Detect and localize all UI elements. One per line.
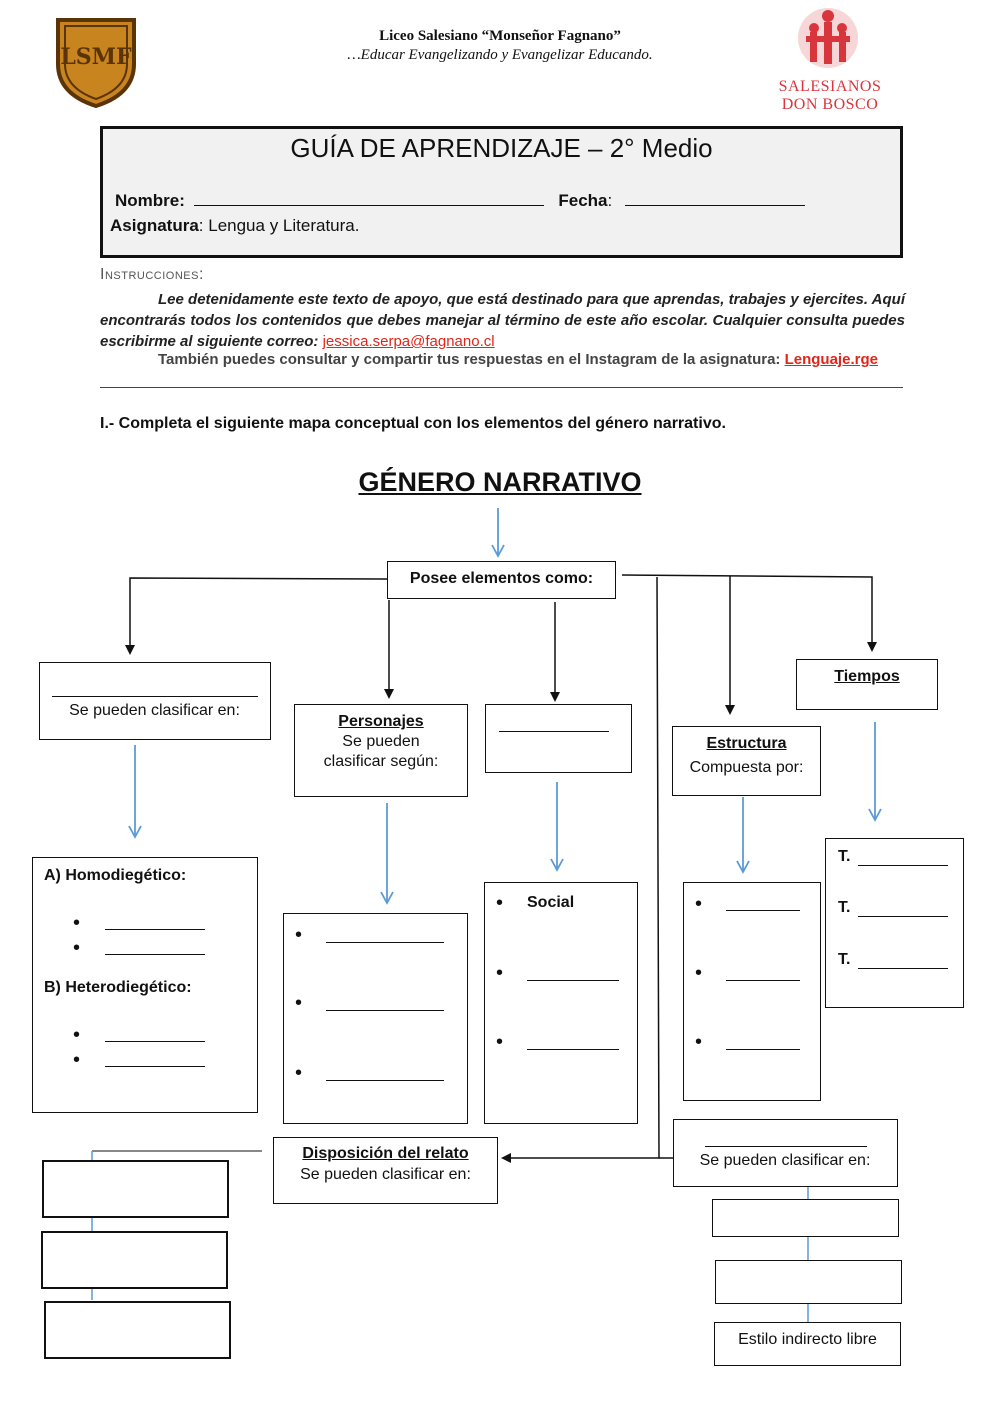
times-list-box: T. T. T. xyxy=(825,838,964,1008)
name-field[interactable] xyxy=(193,205,544,206)
school-motto: …Educar Evangelizando y Evangelizar Educ… xyxy=(347,47,653,63)
bullet: • xyxy=(695,1031,703,1053)
bullet: • xyxy=(496,962,504,984)
setting-blank-3[interactable] xyxy=(527,1049,619,1050)
characters-blank-3[interactable] xyxy=(326,1080,444,1081)
disposition-title: Disposición del relato xyxy=(302,1145,469,1162)
disposition-answer-1[interactable] xyxy=(42,1160,229,1218)
instructions-heading: Instrucciones: xyxy=(100,266,204,283)
time-2-blank[interactable] xyxy=(858,916,948,917)
narrator-subtitle: Se pueden clasificar en: xyxy=(69,702,240,719)
bullet: • xyxy=(496,1031,504,1053)
characters-blank-1[interactable] xyxy=(326,942,444,943)
salesianos-logo: SALESIANOS DON BOSCO xyxy=(770,6,890,116)
bullet: • xyxy=(295,1062,303,1084)
instagram-link[interactable]: Lenguaje.rge xyxy=(784,351,878,368)
characters-list-box: • • • xyxy=(283,913,468,1124)
narrator-box: Se pueden clasificar en: xyxy=(39,662,271,740)
structure-title: Estructura xyxy=(706,735,787,752)
time-2-prefix: T. xyxy=(838,899,851,916)
structure-blank-3[interactable] xyxy=(726,1049,800,1050)
time-1-prefix: T. xyxy=(838,848,851,865)
setting-blank[interactable] xyxy=(499,731,609,732)
bullet: • xyxy=(73,937,81,959)
characters-blank-2[interactable] xyxy=(326,1010,444,1011)
homodiegetic-blank-2[interactable] xyxy=(105,954,205,955)
subject-value: : Lengua y Literatura. xyxy=(198,216,360,235)
speech-option-box: Estilo indirecto libre xyxy=(714,1322,901,1366)
root-box-label: Posee elementos como: xyxy=(409,570,594,587)
setting-item-social: Social xyxy=(527,894,575,911)
bullet: • xyxy=(695,962,703,984)
speech-box: Se pueden clasificar en: xyxy=(673,1119,898,1187)
speech-blank[interactable] xyxy=(705,1146,867,1147)
bullet: • xyxy=(695,893,703,915)
school-name: Liceo Salesiano “Monseñor Fagnano” xyxy=(379,28,621,44)
instructions-text: Lee detenidamente este texto de apoyo, q… xyxy=(100,289,905,352)
bullet: • xyxy=(295,992,303,1014)
structure-subtitle: Compuesta por: xyxy=(689,759,804,776)
exercise-prompt: I.- Completa el siguiente mapa conceptua… xyxy=(100,415,726,432)
setting-blank-2[interactable] xyxy=(527,980,619,981)
structure-box: Estructura Compuesta por: xyxy=(672,726,821,796)
instagram-text: También puedes consultar y compartir tus… xyxy=(158,351,781,368)
characters-line2: clasificar según: xyxy=(323,753,439,770)
school-logo: LSMF xyxy=(52,14,140,108)
disposition-subtitle: Se pueden clasificar en: xyxy=(300,1166,471,1183)
structure-list-box: • • • xyxy=(683,882,821,1101)
date-label: Fecha xyxy=(558,191,608,210)
structure-blank-1[interactable] xyxy=(726,910,800,911)
root-box: Posee elementos como: xyxy=(387,561,616,599)
bullet: • xyxy=(73,1049,81,1071)
instructions-divider xyxy=(100,387,903,388)
speech-answer-1[interactable] xyxy=(712,1199,899,1237)
date-field[interactable] xyxy=(624,205,805,206)
homodiegetic-label: A) Homodiegético: xyxy=(44,867,187,884)
speech-subtitle: Se pueden clasificar en: xyxy=(699,1152,871,1169)
date-colon: : xyxy=(607,191,613,210)
times-title: Tiempos xyxy=(834,668,900,685)
bullet: • xyxy=(295,924,303,946)
guide-title: GUÍA DE APRENDIZAJE – 2° Medio xyxy=(290,133,713,163)
instructions-paragraph: Lee detenidamente este texto de apoyo, q… xyxy=(100,291,905,350)
email-link[interactable]: jessica.serpa@fagnano.cl xyxy=(322,333,495,350)
characters-box: Personajes Se pueden clasificar según: xyxy=(294,704,468,797)
time-3-prefix: T. xyxy=(838,951,851,968)
title-box: GUÍA DE APRENDIZAJE – 2° Medio Nombre: F… xyxy=(100,126,903,258)
salesianos-logo-line2: DON BOSCO xyxy=(781,96,879,113)
map-title: GÉNERO NARRATIVO xyxy=(358,467,642,497)
heterodiegetic-label: B) Heterodiegético: xyxy=(44,979,192,996)
characters-line1: Se pueden xyxy=(342,733,420,750)
narrator-types-box: A) Homodiegético: • • B) Heterodiegético… xyxy=(32,857,258,1113)
bullet: • xyxy=(73,1024,81,1046)
time-3-blank[interactable] xyxy=(858,968,948,969)
school-logo-text: LSMF xyxy=(60,44,132,70)
characters-title: Personajes xyxy=(338,713,424,730)
subject-label: Asignatura xyxy=(110,216,199,235)
bullet: • xyxy=(73,912,81,934)
disposition-box: Disposición del relato Se pueden clasifi… xyxy=(273,1137,498,1204)
structure-blank-2[interactable] xyxy=(726,980,800,981)
narrator-blank[interactable] xyxy=(52,696,258,697)
times-box: Tiempos xyxy=(796,659,938,710)
speech-answer-2[interactable] xyxy=(715,1260,902,1304)
bullet: • xyxy=(496,892,504,914)
time-1-blank[interactable] xyxy=(858,865,948,866)
instagram-line: También puedes consultar y compartir tus… xyxy=(158,351,878,368)
disposition-answer-3[interactable] xyxy=(44,1301,231,1359)
speech-option-label: Estilo indirecto libre xyxy=(738,1331,877,1348)
setting-list-box: • Social • • xyxy=(484,882,638,1124)
salesianos-logo-line1: SALESIANOS xyxy=(778,78,882,95)
setting-box xyxy=(485,704,632,773)
name-label: Nombre: xyxy=(115,191,185,210)
homodiegetic-blank-1[interactable] xyxy=(105,929,205,930)
disposition-answer-2[interactable] xyxy=(41,1231,228,1289)
heterodiegetic-blank-2[interactable] xyxy=(105,1066,205,1067)
heterodiegetic-blank-1[interactable] xyxy=(105,1041,205,1042)
